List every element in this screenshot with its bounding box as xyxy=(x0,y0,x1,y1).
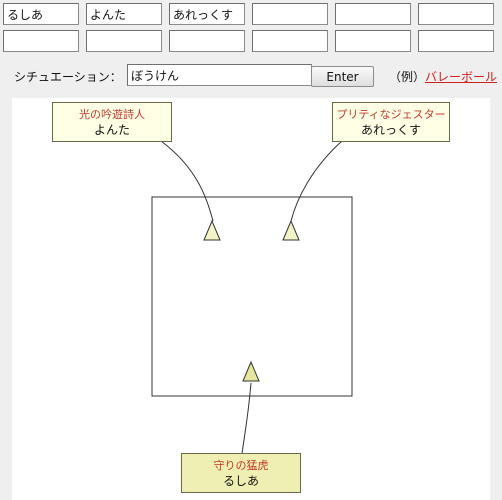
role-name-1: よんた xyxy=(93,122,130,137)
connector-line-3 xyxy=(241,382,252,455)
player-name-input-2[interactable] xyxy=(86,3,162,25)
player-name-input-10[interactable] xyxy=(252,30,328,52)
player-name-input-12[interactable] xyxy=(418,30,494,52)
player-name-input-11[interactable] xyxy=(335,30,411,52)
example-link[interactable]: バレーボール xyxy=(425,70,498,84)
player-name-input-4[interactable] xyxy=(252,3,328,25)
player-name-input-6[interactable] xyxy=(418,3,494,25)
connector-line-1 xyxy=(160,140,214,222)
situation-input[interactable] xyxy=(127,64,312,86)
player-marker-3[interactable] xyxy=(242,360,260,382)
situation-row: シチュエーション： Enter （例）バレーボール xyxy=(14,64,497,88)
formation-canvas: 光の吟遊詩人 よんた プリティなジェスター あれっくす 守りの猛虎 るしあ xyxy=(12,98,490,500)
player-name-input-1[interactable] xyxy=(3,3,79,25)
example-prefix: （例） xyxy=(389,70,426,84)
player-name-input-9[interactable] xyxy=(169,30,245,52)
enter-button[interactable]: Enter xyxy=(311,66,374,87)
role-card-3[interactable]: 守りの猛虎 るしあ xyxy=(181,453,301,493)
formation-diagram xyxy=(151,140,353,455)
player-name-input-5[interactable] xyxy=(335,3,411,25)
example-hint: （例）バレーボール xyxy=(389,68,497,85)
role-card-1[interactable]: 光の吟遊詩人 よんた xyxy=(52,102,172,142)
role-card-2[interactable]: プリティなジェスター あれっくす xyxy=(332,102,450,142)
player-name-input-7[interactable] xyxy=(3,30,79,52)
role-title-1: 光の吟遊詩人 xyxy=(79,107,145,121)
role-name-3: るしあ xyxy=(222,473,259,488)
player-name-grid xyxy=(3,3,494,52)
player-name-input-3[interactable] xyxy=(169,3,245,25)
role-name-2: あれっくす xyxy=(360,122,421,137)
connector-line-2 xyxy=(290,140,343,222)
situation-label: シチュエーション： xyxy=(14,70,122,84)
player-marker-1[interactable] xyxy=(203,219,221,241)
player-name-input-8[interactable] xyxy=(86,30,162,52)
court-box xyxy=(151,196,353,397)
role-title-2: プリティなジェスター xyxy=(336,107,446,121)
role-title-3: 守りの猛虎 xyxy=(213,458,269,472)
player-marker-2[interactable] xyxy=(282,219,300,241)
